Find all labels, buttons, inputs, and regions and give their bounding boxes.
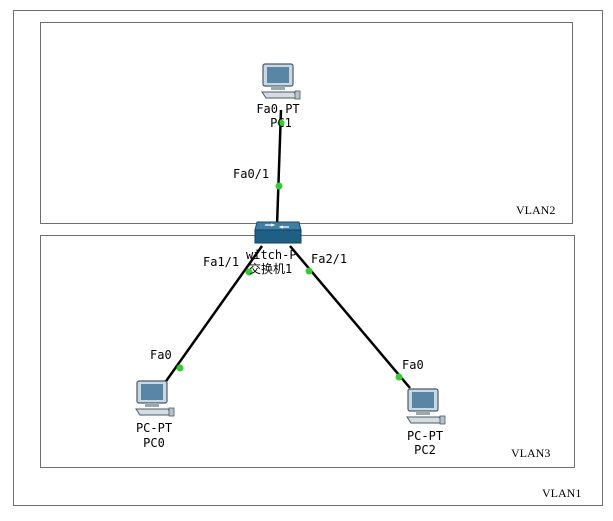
- link-switch-pc1[interactable]: [275, 109, 283, 227]
- pc0-device[interactable]: [134, 380, 178, 418]
- port-label-switch-fa21: Fa2/1: [311, 252, 348, 266]
- port-label-pc0-fa0: Fa0: [150, 348, 172, 362]
- pc1-model-label: Fa0 PT: [256, 102, 300, 116]
- link-switch-pc2[interactable]: [289, 245, 411, 389]
- pc-icon: [135, 380, 175, 417]
- pc1-device[interactable]: [260, 63, 304, 101]
- vlan2-area: [40, 22, 573, 224]
- link-light-switch-fa21: [305, 267, 313, 275]
- vlan1-label: VLAN1: [542, 486, 582, 500]
- pc1-name-label: PC1: [270, 116, 292, 130]
- link-light-pc0-fa0: [176, 364, 184, 372]
- pc2-model-label: PC-PT: [406, 429, 444, 443]
- vlan3-label: VLAN3: [511, 446, 551, 460]
- switch-icon: [254, 221, 302, 244]
- vlan3-area: [40, 235, 575, 468]
- pc2-device[interactable]: [405, 388, 449, 426]
- link-light-pc2-fa0: [395, 373, 403, 381]
- port-label-switch-fa11: Fa1/1: [203, 255, 240, 269]
- port-label-switch-fa01: Fa0/1: [233, 167, 270, 181]
- vlan1-area: [13, 10, 603, 506]
- link-light-switch-fa01: [275, 182, 283, 190]
- port-label-pc2-fa0: Fa0: [402, 358, 424, 372]
- pc-icon: [406, 388, 446, 425]
- link-light-pc1-end: [277, 119, 285, 127]
- switch-name-label: 交换机1: [249, 262, 293, 276]
- pc0-model-label: PC-PT: [135, 421, 173, 435]
- pc0-name-label: PC0: [143, 436, 165, 450]
- pc2-name-label: PC2: [414, 443, 436, 457]
- link-light-switch-fa11: [245, 268, 253, 276]
- switch-model-label: witch-P: [246, 248, 297, 262]
- link-switch-pc0[interactable]: [162, 245, 264, 385]
- pc-icon: [261, 63, 301, 100]
- switch-device[interactable]: [251, 219, 303, 247]
- vlan2-label: VLAN2: [516, 203, 556, 217]
